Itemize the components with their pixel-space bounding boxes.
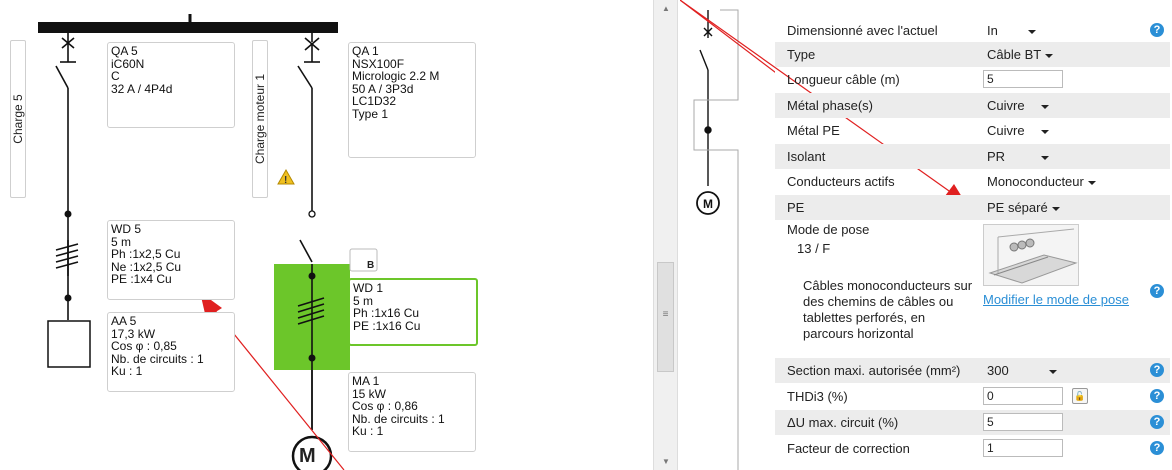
select-conducteurs[interactable]: Monoconducteur — [987, 174, 1096, 189]
select-pe[interactable]: PE séparé — [987, 200, 1060, 215]
feeder-moteur1[interactable] — [297, 33, 320, 430]
prop-thdi3[interactable]: THDi3 (%) 0 🔓 ? — [775, 384, 1170, 409]
prop-section-maxi[interactable]: Section maxi. autorisée (mm²) 300 ? — [775, 358, 1170, 383]
svg-text:M: M — [703, 197, 713, 211]
cable-tray-icon — [988, 228, 1078, 284]
longueur-input[interactable]: 5 — [983, 70, 1063, 88]
help-icon[interactable]: ? — [1150, 363, 1164, 377]
chevron-down-icon — [1027, 29, 1036, 34]
motor-letter: M — [299, 445, 316, 467]
load-label-moteur1[interactable]: Charge moteur 1 — [252, 40, 268, 198]
thdi3-input[interactable]: 0 — [983, 387, 1063, 405]
cable-wd1-symbol — [297, 264, 325, 430]
chevron-down-icon — [1040, 104, 1049, 109]
prop-metal-phase[interactable]: Métal phase(s) Cuivre — [775, 93, 1170, 118]
load-label-charge5[interactable]: Charge 5 — [10, 40, 26, 198]
node-dot — [64, 294, 72, 302]
arrow-icon-label: B — [367, 260, 375, 271]
busbar[interactable] — [38, 22, 338, 33]
unlock-icon[interactable]: 🔓 — [1072, 388, 1088, 404]
facteur-correction-input[interactable]: 1 — [983, 439, 1063, 457]
prop-type[interactable]: Type Câble BT — [775, 42, 1170, 67]
mode-de-pose-label: Mode de pose — [787, 222, 870, 237]
prop-delta-u[interactable]: ΔU max. circuit (%) 5 ? — [775, 410, 1170, 435]
prop-pe[interactable]: PE PE séparé — [775, 195, 1170, 220]
prop-facteur-correction[interactable]: Facteur de correction 1 ? — [775, 436, 1170, 461]
prop-dimensionne[interactable]: Dimensionné avec l'actuel In ? — [775, 18, 1170, 43]
select-metal-phase[interactable]: Cuivre — [987, 98, 1049, 113]
load-label-text: Charge moteur 1 — [253, 73, 267, 165]
delta-u-input[interactable]: 5 — [983, 413, 1063, 431]
help-icon[interactable]: ? — [1150, 415, 1164, 429]
mini-schematic: M — [680, 0, 775, 470]
node-open — [308, 210, 316, 218]
select-dimensionne[interactable]: In — [987, 23, 1036, 38]
chevron-down-icon — [1048, 369, 1057, 374]
modifier-mode-de-pose-link[interactable]: Modifier le mode de pose — [983, 292, 1129, 307]
prop-metal-pe[interactable]: Métal PE Cuivre — [775, 118, 1170, 143]
scroll-thumb[interactable]: ≡ — [657, 262, 674, 372]
warning-icon — [277, 168, 295, 185]
mode-de-pose-section: Mode de pose 13 / F Câbles monoconducteu… — [775, 220, 1170, 358]
help-icon[interactable]: ? — [1150, 284, 1164, 298]
feeder-charge5[interactable] — [47, 33, 91, 368]
node-dot — [64, 210, 72, 218]
scroll-up-arrow[interactable]: ▲ — [662, 4, 670, 13]
help-icon[interactable]: ? — [1150, 389, 1164, 403]
prop-conducteurs[interactable]: Conducteurs actifs Monoconducteur — [775, 169, 1170, 194]
help-icon[interactable]: ? — [1150, 441, 1164, 455]
select-section-maxi[interactable]: 300 — [987, 363, 1057, 378]
grip-icon: ≡ — [662, 309, 669, 320]
schematic-drawing: ! — [38, 14, 378, 470]
help-icon[interactable]: ? — [1150, 23, 1164, 37]
scroll-down-arrow[interactable]: ▼ — [662, 457, 670, 466]
select-type[interactable]: Câble BT — [987, 47, 1054, 62]
cable-tray-illustration[interactable] — [983, 224, 1079, 286]
chevron-down-icon — [1087, 180, 1096, 185]
chevron-down-icon — [1040, 129, 1049, 134]
mode-de-pose-description: Câbles monoconducteurs sur des chemins d… — [803, 278, 973, 341]
select-isolant[interactable]: PR — [987, 149, 1050, 164]
chevron-down-icon — [1041, 155, 1050, 160]
prop-isolant[interactable]: Isolant PR — [775, 144, 1170, 169]
select-metal-pe[interactable]: Cuivre — [987, 123, 1049, 138]
svg-text:!: ! — [284, 175, 287, 186]
motor-symbol[interactable] — [291, 435, 333, 470]
direction-arrows-icon[interactable] — [349, 248, 378, 272]
prop-longueur[interactable]: Longueur câble (m) 5 — [775, 67, 1170, 92]
chevron-down-icon — [1045, 53, 1054, 58]
chevron-down-icon — [1051, 206, 1060, 211]
load-label-text: Charge 5 — [11, 94, 25, 144]
mode-de-pose-code: 13 / F — [797, 241, 831, 256]
vertical-scrollbar[interactable]: ▲ ≡ ▼ — [653, 0, 678, 470]
